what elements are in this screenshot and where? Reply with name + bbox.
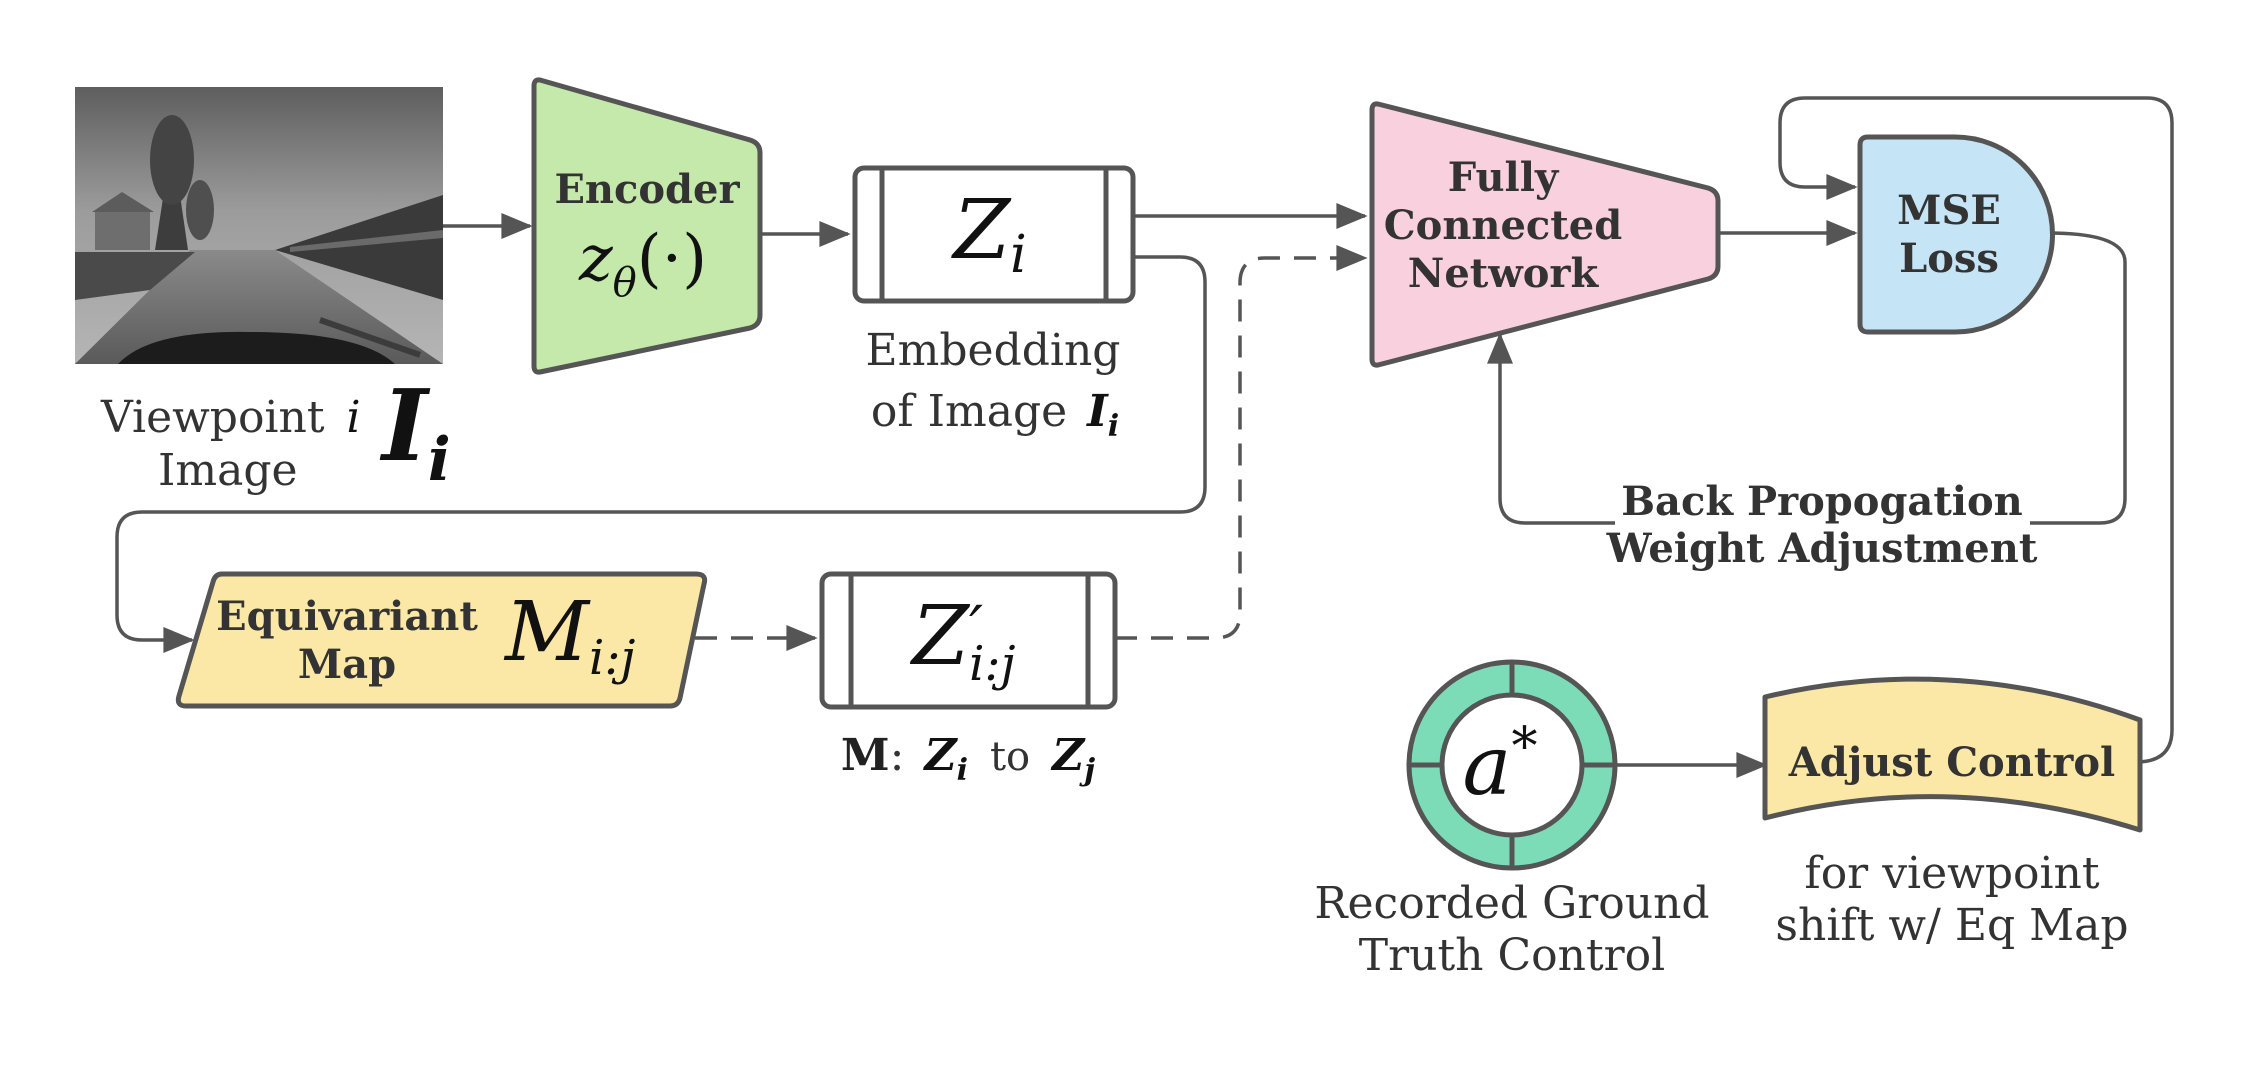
embedding-caption-line2: of Image Ii	[871, 386, 1119, 444]
arrow-embedding-to-equivariant-map	[115, 255, 1207, 653]
fc-network-block: Fully Connected Network	[1369, 101, 1721, 368]
embedding-block: Zi	[852, 165, 1136, 304]
mapped-embedding-box	[819, 571, 1118, 710]
fc-network-trapezoid	[1369, 101, 1721, 368]
mapped-embedding-symbol: Z′i:j	[909, 589, 1016, 692]
viewpoint-image-caption-line2: Image	[158, 445, 298, 496]
arrow-backprop-to-fc-network	[1487, 231, 2127, 525]
arrow-adjust-control-to-mse-loss	[1778, 96, 2174, 764]
encoder-block: Encoder zθ(·)	[531, 77, 763, 375]
adjust-control-caption-line2: shift w/ Eq Map	[1775, 900, 2128, 951]
embedding-symbol: Zi	[950, 183, 1027, 285]
equivariant-map-label-line2: Map	[298, 641, 396, 688]
ground-truth-caption-line1: Recorded Ground	[1314, 878, 1709, 929]
fc-network-label-line2: Connected	[1384, 202, 1622, 249]
encoder-formula: zθ(·)	[578, 222, 707, 306]
connectors	[115, 96, 2174, 778]
mse-loss-label-line1: MSE	[1897, 187, 2001, 234]
mse-loss-block: MSE Loss	[1857, 134, 2055, 335]
encoder-trapezoid	[531, 77, 763, 375]
fc-network-label-line1: Fully	[1448, 154, 1560, 201]
viewpoint-image-symbol: Ii	[379, 369, 451, 495]
backprop-label-line1: Back Propogation	[1621, 478, 2023, 525]
mapped-embedding-caption: M: Zi to Zj	[841, 730, 1095, 791]
viewpoint-image-caption-line1: Viewpoint i	[100, 392, 361, 443]
viewpoint-image	[75, 87, 443, 364]
ground-truth-block: a*	[1406, 659, 1618, 871]
arrow-mapped-embedding-to-fc-network	[1115, 245, 1368, 640]
embedding-box	[852, 165, 1136, 304]
backprop-label-line2: Weight Adjustment	[1606, 525, 2038, 572]
ground-truth-caption-line2: Truth Control	[1359, 930, 1666, 981]
mse-loss-shape	[1857, 134, 2055, 335]
equivariant-map-symbol: Mi:j	[503, 585, 635, 686]
mse-loss-label-line2: Loss	[1899, 235, 1999, 282]
embedding-caption-line1: Embedding	[866, 325, 1121, 376]
adjust-control-shape	[1762, 676, 2143, 833]
ground-truth-symbol: a*	[1463, 717, 1538, 814]
fc-network-label-line3: Network	[1408, 250, 1600, 297]
mapped-embedding-block: Z′i:j	[819, 571, 1118, 710]
adjust-control-label: Adjust Control	[1788, 739, 2116, 786]
encoder-label: Encoder	[554, 166, 740, 213]
equivariant-map-label-line1: Equivariant	[216, 593, 478, 640]
equivariant-map-block: Equivariant Map Mi:j	[175, 571, 708, 709]
equivariant-map-parallelogram	[175, 571, 708, 709]
adjust-control-caption-line1: for viewpoint	[1804, 848, 2099, 899]
adjust-control-block: Adjust Control	[1762, 676, 2143, 833]
